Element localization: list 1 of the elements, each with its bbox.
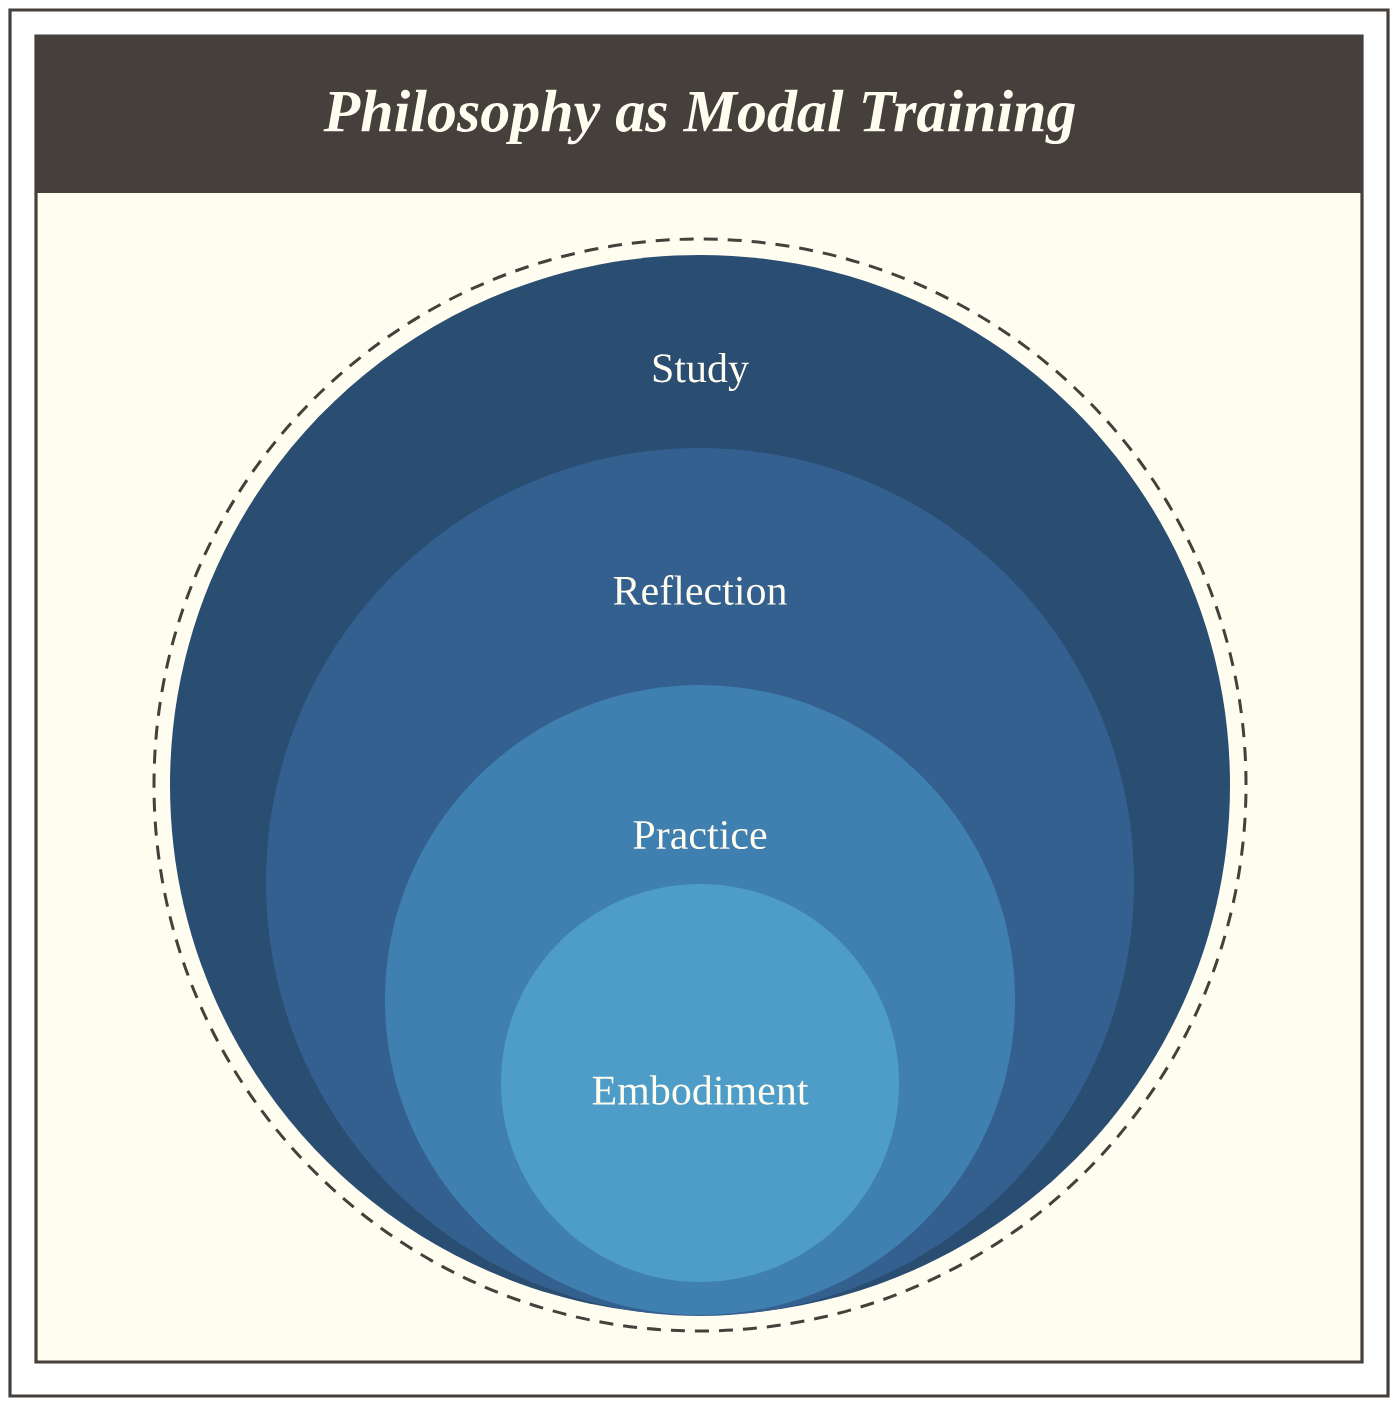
title-bar: Philosophy as Modal Training — [36, 36, 1362, 193]
